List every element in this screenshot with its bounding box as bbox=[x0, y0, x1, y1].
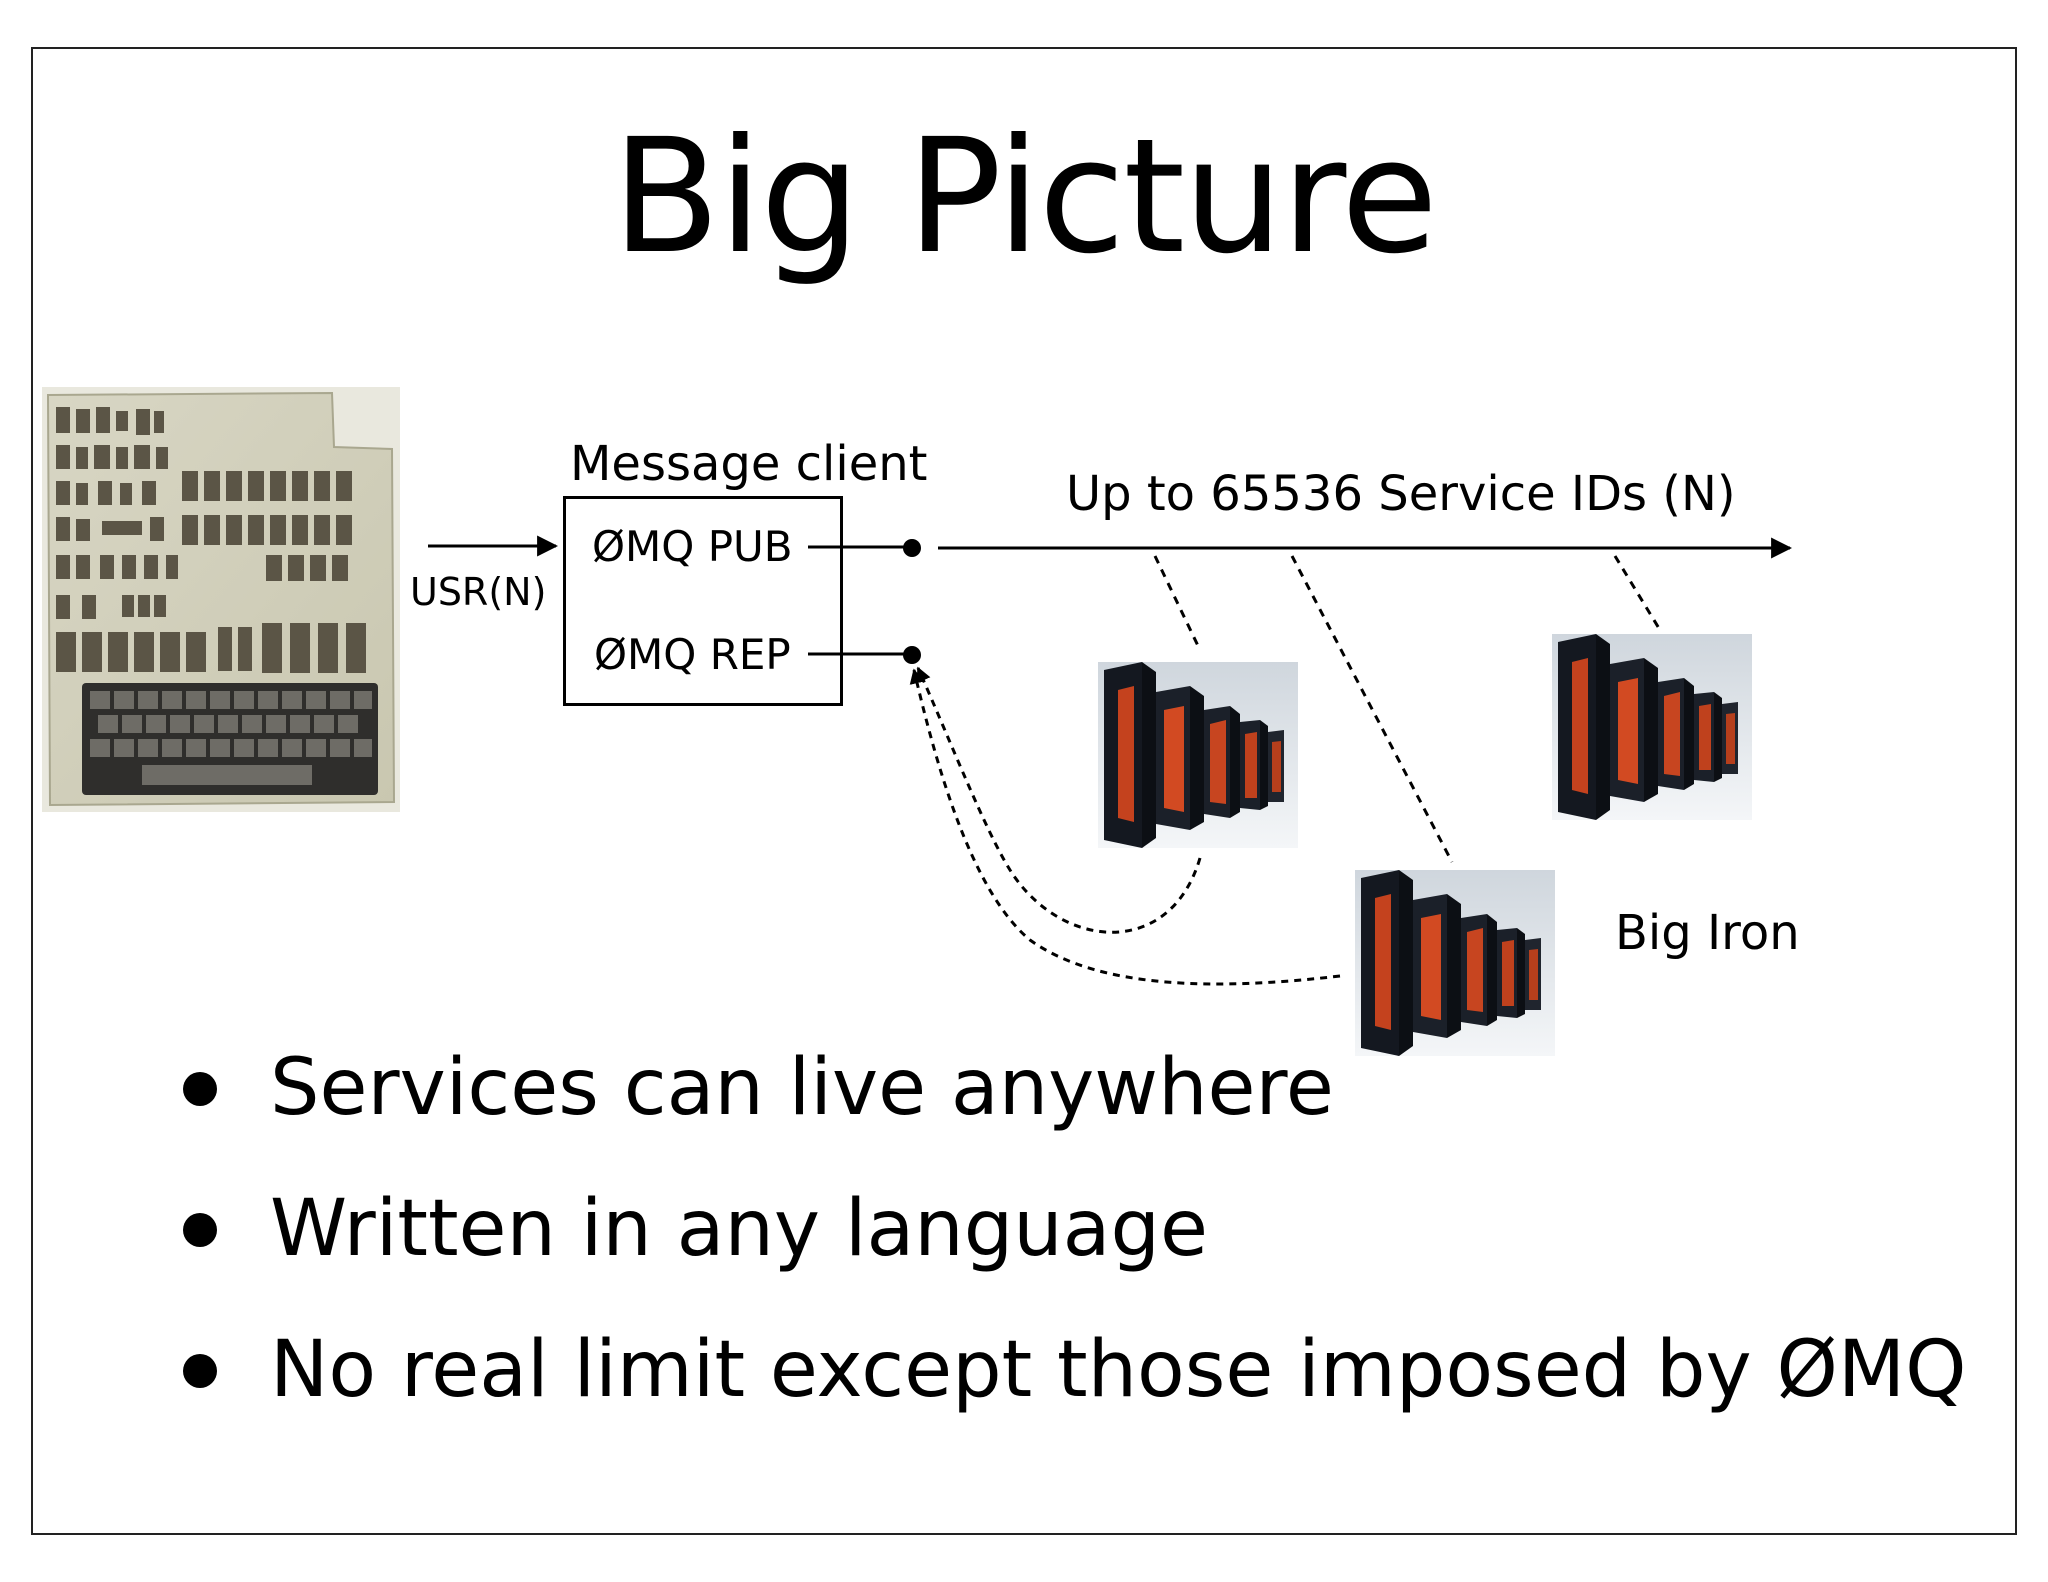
reply-link bbox=[909, 668, 1341, 986]
supercomputer-image bbox=[1355, 870, 1555, 1056]
pub-socket-label: ØMQ PUB bbox=[592, 522, 793, 571]
pub-endpoint bbox=[903, 539, 921, 557]
bullet-list: Services can live anywhere Written in an… bbox=[175, 1040, 1967, 1463]
bullet-icon bbox=[183, 1072, 217, 1106]
supercomputer-image bbox=[1098, 662, 1298, 848]
bullet-text: Written in any language bbox=[270, 1184, 1208, 1274]
slide-frame bbox=[31, 47, 2017, 1535]
slide-title: Big Picture bbox=[611, 105, 1438, 289]
computer-board-image bbox=[42, 387, 400, 812]
reply-link bbox=[916, 666, 1202, 934]
servers-label: Big Iron bbox=[1615, 905, 1800, 961]
bullet-icon bbox=[183, 1213, 217, 1247]
service-ids-label: Up to 65536 Service IDs (N) bbox=[1066, 466, 1736, 522]
message-client-label: Message client bbox=[570, 436, 928, 492]
bullet-text: No real limit except those imposed by ØM… bbox=[270, 1325, 1967, 1415]
subscribe-link bbox=[1153, 555, 1202, 651]
supercomputer-image bbox=[1552, 634, 1752, 820]
bullet-item: Written in any language bbox=[175, 1181, 1967, 1322]
rep-endpoint bbox=[903, 646, 921, 664]
bullet-text: Services can live anywhere bbox=[270, 1043, 1334, 1133]
bullet-item: No real limit except those imposed by ØM… bbox=[175, 1322, 1967, 1463]
rep-socket-label: ØMQ REP bbox=[594, 630, 791, 679]
bullet-item: Services can live anywhere bbox=[175, 1040, 1967, 1181]
message-client-box bbox=[563, 496, 843, 706]
subscribe-link bbox=[1290, 555, 1454, 863]
input-label: USR(N) bbox=[410, 570, 547, 614]
bullet-icon bbox=[183, 1354, 217, 1388]
subscribe-link bbox=[1613, 555, 1662, 631]
